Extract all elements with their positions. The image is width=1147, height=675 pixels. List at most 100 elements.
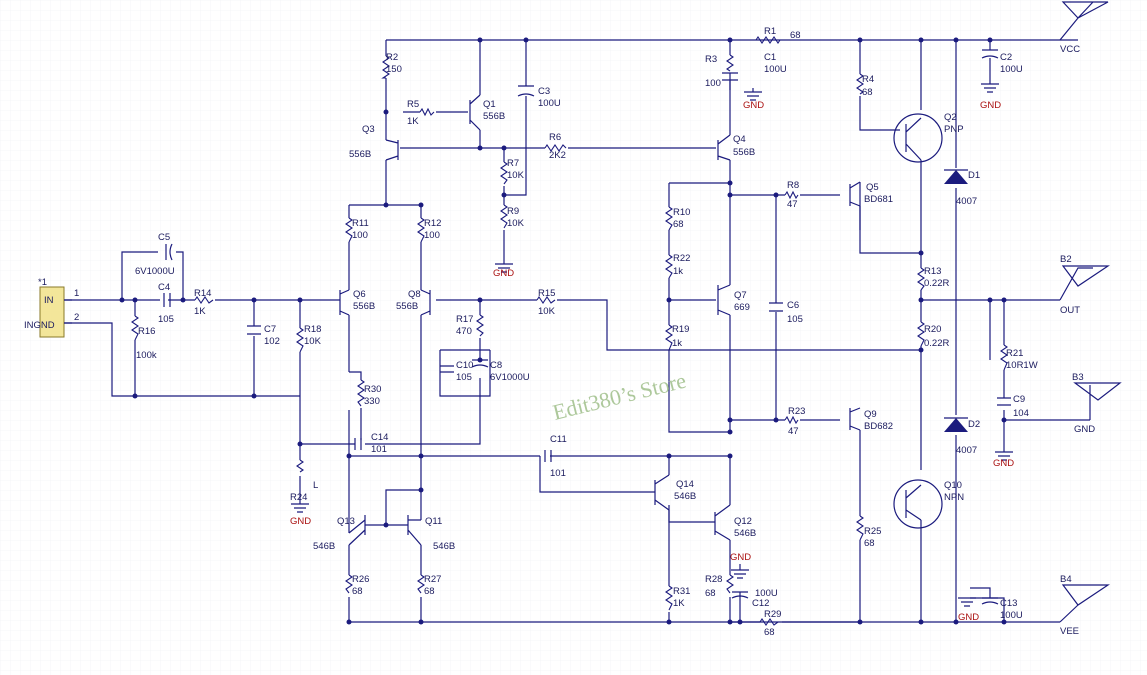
value-r31: 1K — [673, 598, 685, 609]
ref-r22: R22 — [673, 253, 690, 264]
ref-r16: R16 — [138, 326, 155, 337]
gnd-label-c9: GND — [993, 458, 1014, 469]
ref-q8: Q8 — [408, 289, 421, 300]
ref-r27: R27 — [424, 574, 441, 585]
value-r8: 47 — [787, 199, 798, 210]
value-d2: 4007 — [956, 445, 977, 456]
net-label-b2: B2 — [1060, 254, 1072, 265]
value-r5: 1K — [407, 116, 419, 127]
ref-c1: C1 — [764, 52, 776, 63]
value-r14: 1K — [194, 306, 206, 317]
ref-r17: R17 — [456, 314, 473, 325]
value-q13: 546B — [313, 541, 335, 552]
value-q3: 556B — [349, 149, 371, 160]
ref-c5: C5 — [158, 232, 170, 243]
ref-c10: C10 — [456, 360, 473, 371]
value-r25: 68 — [864, 538, 875, 549]
net-flags — [1059, 1, 1122, 623]
net-label-vcc: VCC — [1060, 44, 1080, 55]
value-c11: 101 — [550, 468, 566, 479]
net-label-gnd-out: GND — [1074, 424, 1095, 435]
value-r26: 68 — [352, 586, 363, 597]
gnd-label-c13: GND — [958, 612, 979, 623]
ref-c2: C2 — [1000, 52, 1012, 63]
ref-c12: C12 — [752, 598, 769, 609]
ref-r2: R2 — [386, 52, 398, 63]
ref-r24: R24 — [290, 492, 307, 503]
net-labels: VCC OUT VEE GND B2 B3 B4 GND GND GND GND… — [290, 44, 1095, 637]
capacitor-symbols — [163, 49, 1011, 605]
value-r28: 68 — [705, 588, 716, 599]
ref-c6: C6 — [787, 300, 799, 311]
net-label-out: OUT — [1060, 305, 1080, 316]
ref-q3: Q3 — [362, 124, 375, 135]
ref-r21: R21 — [1006, 348, 1023, 359]
ref-r19: R19 — [672, 324, 689, 335]
ref-c11: C11 — [550, 434, 567, 445]
ref-c8: C8 — [490, 360, 502, 371]
value-r11: 100 — [352, 230, 368, 241]
ref-r28: R28 — [705, 574, 722, 585]
value-c8: 6V1000U — [490, 372, 530, 383]
value-c5: 6V1000U — [135, 266, 175, 277]
net-label-b3: B3 — [1072, 372, 1084, 383]
connector-ref: *1 — [38, 277, 47, 288]
value-r27: 68 — [424, 586, 435, 597]
value-q10: NPN — [944, 492, 964, 503]
ref-r10: R10 — [673, 207, 690, 218]
ref-q1: Q1 — [483, 99, 496, 110]
ref-r5: R5 — [407, 99, 419, 110]
net-label-b4: B4 — [1060, 574, 1072, 585]
diode-symbols — [944, 169, 968, 432]
value-c7: 102 — [264, 336, 280, 347]
value-r3: 100 — [705, 78, 721, 89]
value-r12: 100 — [424, 230, 440, 241]
value-r7: 10K — [507, 170, 525, 181]
wires — [64, 39, 1090, 623]
ref-r31: R31 — [673, 586, 690, 597]
value-c13: 100U — [1000, 610, 1023, 621]
ref-r12: R12 — [424, 218, 441, 229]
ref-c13: C13 — [1000, 598, 1017, 609]
value-q5: BD681 — [864, 194, 893, 205]
ref-r6: R6 — [549, 132, 561, 143]
junctions — [119, 37, 1007, 625]
ref-r30: R30 — [364, 384, 381, 395]
value-c4: 105 — [158, 314, 174, 325]
value-r2: 150 — [386, 64, 402, 75]
ref-q10: Q10 — [944, 480, 962, 491]
resistor-symbols — [131, 36, 1008, 626]
ref-q6: Q6 — [353, 289, 366, 300]
ref-q4: Q4 — [733, 134, 746, 145]
ref-r25: R25 — [864, 526, 881, 537]
value-r18: 10K — [304, 336, 322, 347]
ref-r1: R1 — [764, 26, 776, 37]
value-r23: 47 — [788, 426, 799, 437]
ref-r23: R23 — [788, 406, 805, 417]
value-c10: 105 — [456, 372, 472, 383]
value-r20: 0.22R — [924, 338, 949, 349]
gnd-label-c2: GND — [980, 100, 1001, 111]
ref-q9: Q9 — [864, 409, 877, 420]
ref-c3: C3 — [538, 86, 550, 97]
value-q4: 556B — [733, 147, 755, 158]
ref-r29: R29 — [764, 609, 781, 620]
input-connector: *1 IN INGND 1 2 — [24, 277, 79, 338]
value-c6: 105 — [787, 314, 803, 325]
ref-c7: C7 — [264, 324, 276, 335]
value-r16: 100k — [136, 350, 157, 361]
value-c2: 100U — [1000, 64, 1023, 75]
value-c14: 101 — [371, 444, 387, 455]
gnd-label-r9: GND — [493, 268, 514, 279]
value-r10: 68 — [673, 219, 684, 230]
value-q12: 546B — [734, 528, 756, 539]
ref-q11: Q11 — [425, 516, 442, 527]
ref-c14: C14 — [371, 432, 388, 443]
ref-q14: Q14 — [676, 479, 694, 490]
value-q6: 556B — [353, 301, 375, 312]
ref-d1: D1 — [968, 170, 980, 181]
value-c3: 100U — [538, 98, 561, 109]
ref-r11: R11 — [352, 218, 369, 229]
